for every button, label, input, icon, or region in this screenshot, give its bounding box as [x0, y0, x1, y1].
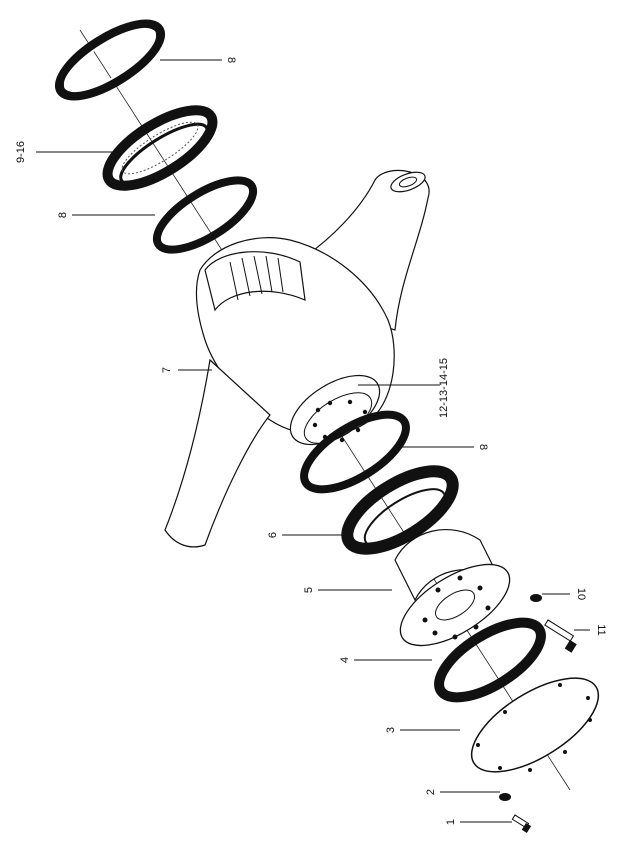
callout-4: 4: [339, 657, 351, 663]
leader-lines: [36, 59, 590, 823]
callout-2: 2: [425, 789, 437, 795]
callout-3: 3: [385, 727, 397, 733]
bearing-race: [341, 465, 459, 555]
callout-9-16: 9-16: [15, 141, 27, 163]
gasket-ring: [434, 617, 546, 703]
housing: [164, 169, 430, 548]
bearing-assembly: [102, 105, 218, 191]
callout-6: 6: [267, 532, 279, 538]
bolt-long: [544, 619, 577, 653]
screw-1: [511, 814, 532, 833]
callout-8-middle: 8: [57, 212, 69, 218]
callout-5: 5: [303, 587, 315, 593]
flange-hub: [394, 529, 511, 647]
seal-ring-top: [54, 19, 166, 101]
callout-10: 10: [575, 588, 587, 600]
washer-10: [530, 594, 542, 602]
end-cover: [470, 677, 600, 773]
seal-ring-middle: [152, 176, 258, 254]
callout-8-lower: 8: [477, 444, 489, 450]
seal-ring-lower: [300, 410, 410, 494]
callout-12-13-14-15: 12-13-14-15: [438, 358, 450, 418]
callout-11: 11: [595, 624, 607, 635]
callout-8-top: 8: [225, 57, 237, 63]
washer-2: [499, 793, 511, 801]
callout-7: 7: [161, 367, 173, 373]
callout-1: 1: [445, 819, 457, 825]
